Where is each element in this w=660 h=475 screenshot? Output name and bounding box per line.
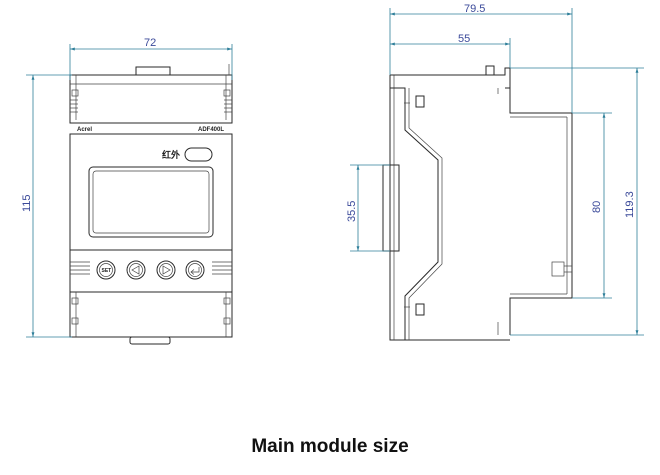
din-rail-channel — [390, 87, 439, 340]
side-top-edge — [390, 67, 511, 89]
side-depth-dimension: 79.5 — [389, 3, 573, 113]
rail-clip — [382, 164, 400, 252]
middle-height-dimension: 80 — [572, 112, 612, 299]
front-view: Acrel ADF400L 红外 SET — [69, 64, 233, 345]
front-height-label: 115 — [21, 194, 33, 212]
front-upper-body — [69, 74, 233, 124]
total-height-dimension: 119.3 — [510, 67, 644, 336]
top-latch — [135, 66, 171, 76]
left-button — [126, 260, 146, 280]
right-button — [156, 260, 176, 280]
front-width-label: 72 — [144, 37, 156, 49]
enter-arrow-icon — [190, 267, 200, 275]
front-width-dimension: 72 — [69, 37, 233, 80]
front-bottom-body — [69, 291, 233, 338]
model-label: ADF400L — [198, 127, 224, 133]
set-button: SET — [96, 260, 116, 280]
rail-dimension-label: 35.5 — [346, 201, 358, 222]
total-height-label: 119.3 — [624, 191, 636, 218]
ir-window — [184, 147, 213, 162]
ir-label: 红外 — [162, 149, 180, 161]
caption: Main module size — [251, 436, 409, 457]
side-inner-depth-label: 55 — [458, 33, 470, 45]
bottom-latch — [129, 336, 171, 345]
side-view — [382, 65, 573, 341]
enter-button — [185, 260, 205, 280]
rail-dimension: 35.5 — [346, 164, 390, 252]
middle-height-label: 80 — [591, 201, 603, 213]
lcd-screen — [88, 166, 214, 238]
brand-label: Acrel — [77, 127, 92, 133]
left-arrow-icon — [131, 265, 140, 275]
side-back-plate — [389, 75, 510, 341]
side-inner-depth-dimension: 55 — [390, 33, 511, 68]
side-front-step — [505, 87, 573, 335]
front-height-dimension: 115 — [21, 74, 72, 338]
front-lower-body — [69, 249, 233, 293]
svg-text:SET: SET — [102, 268, 112, 274]
side-depth-label: 79.5 — [464, 3, 485, 15]
right-arrow-icon — [162, 265, 171, 275]
